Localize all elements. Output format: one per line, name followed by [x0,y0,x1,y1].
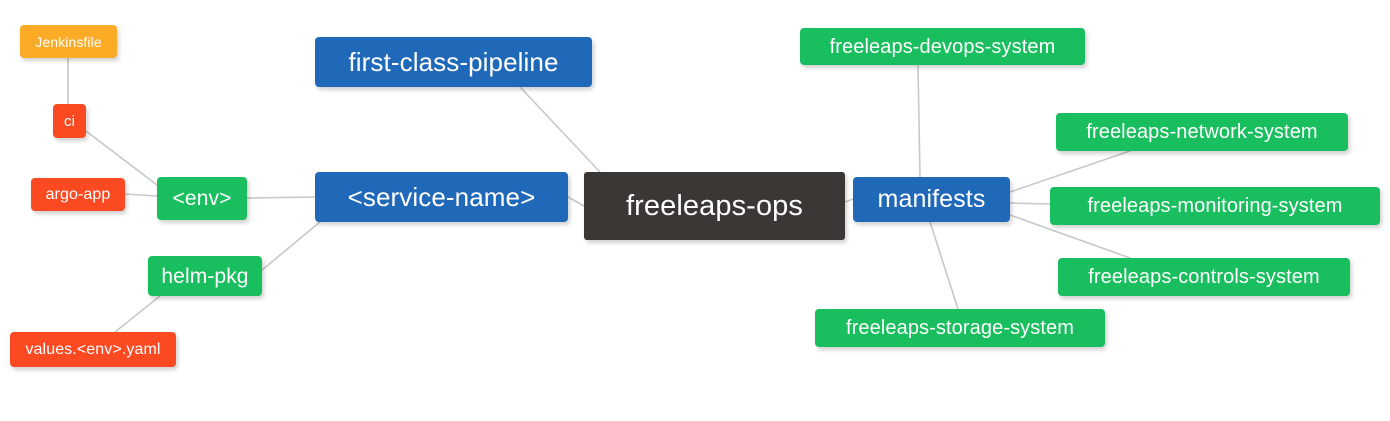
node-label-pipeline: first-class-pipeline [348,47,559,77]
node-label-manifests: manifests [877,185,986,213]
node-jenkinsfile[interactable]: Jenkinsfile [20,25,117,58]
node-label-monitoring: freeleaps-monitoring-system [1087,195,1343,217]
node-network[interactable]: freeleaps-network-system [1056,113,1348,151]
node-env[interactable]: <env> [157,177,247,220]
node-label-helm: helm-pkg [161,264,249,288]
node-label-jenkinsfile: Jenkinsfile [35,33,102,50]
node-label-env: <env> [172,187,232,210]
edge-service-to-helm [261,221,321,271]
edge-manifests-to-monitoring [1009,202,1051,205]
edge-root-to-pipeline [519,86,601,173]
edge-root-to-service [567,196,585,207]
node-label-storage: freeleaps-storage-system [845,317,1075,339]
node-storage[interactable]: freeleaps-storage-system [815,309,1105,347]
node-root[interactable]: freeleaps-ops [584,172,845,240]
node-monitoring[interactable]: freeleaps-monitoring-system [1050,187,1380,225]
edge-manifests-to-controls [1009,214,1131,259]
node-values[interactable]: values.<env>.yaml [10,332,176,367]
edge-env-to-ci [85,130,158,186]
node-controls[interactable]: freeleaps-controls-system [1058,258,1350,296]
node-label-ci: ci [63,112,76,130]
edge-manifests-to-devops [917,64,921,178]
node-label-network: freeleaps-network-system [1086,121,1318,143]
edge-manifests-to-network [1009,150,1131,193]
node-ci[interactable]: ci [53,104,86,138]
node-argo[interactable]: argo-app [31,178,125,211]
node-service[interactable]: <service-name> [315,172,568,222]
node-label-root: freeleaps-ops [625,189,803,222]
node-label-devops: freeleaps-devops-system [829,35,1056,58]
edge-helm-to-values [114,295,161,333]
node-label-argo: argo-app [45,185,111,203]
edge-root-to-manifests [844,198,854,203]
edge-service-to-env [246,196,316,199]
node-label-controls: freeleaps-controls-system [1088,266,1320,288]
edge-manifests-to-storage [929,221,959,310]
node-pipeline[interactable]: first-class-pipeline [315,37,592,87]
node-label-values: values.<env>.yaml [25,340,161,358]
node-label-service: <service-name> [347,182,536,212]
node-helm[interactable]: helm-pkg [148,256,262,296]
edge-env-to-argo [124,193,158,197]
node-devops[interactable]: freeleaps-devops-system [800,28,1085,65]
node-manifests[interactable]: manifests [853,177,1010,222]
